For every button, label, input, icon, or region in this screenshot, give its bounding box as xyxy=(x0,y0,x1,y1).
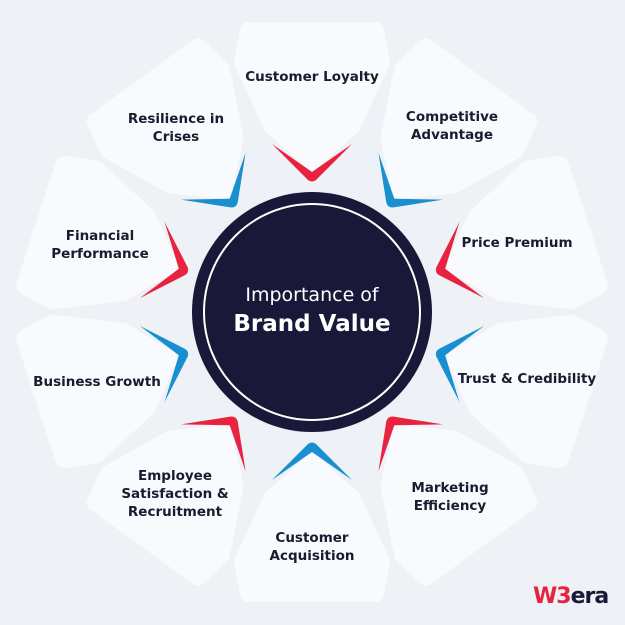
segment-label: Financial Performance xyxy=(51,228,149,262)
segment-petal xyxy=(380,425,538,586)
segment-9 xyxy=(86,38,246,208)
segment-6 xyxy=(86,416,246,586)
segment-petal xyxy=(234,22,390,170)
chevron-icon xyxy=(435,325,485,402)
center-title-line2: Brand Value xyxy=(233,311,391,337)
segment-label: Competitive Advantage xyxy=(405,109,499,143)
chevron-icon xyxy=(272,442,352,480)
center-ring xyxy=(203,203,421,421)
chevron-icon xyxy=(272,144,352,182)
segment-label: Customer Loyalty xyxy=(245,69,379,85)
segment-2 xyxy=(435,155,608,310)
segment-petal xyxy=(86,425,244,586)
segment-petal xyxy=(446,314,608,469)
segment-7 xyxy=(16,314,189,469)
chevron-icon xyxy=(435,222,485,299)
chevron-icon xyxy=(139,325,189,402)
segment-4 xyxy=(378,416,538,586)
segment-label: Customer Acquisition xyxy=(269,530,355,564)
segment-label: Employee Satisfaction & Recruitment xyxy=(121,468,229,520)
segment-1 xyxy=(378,38,538,208)
segment-petal xyxy=(234,454,390,602)
segment-5 xyxy=(234,442,390,602)
segment-3 xyxy=(435,314,608,469)
center-title-line1: Importance of xyxy=(245,284,379,306)
segment-label: Price Premium xyxy=(461,235,573,251)
segment-petal xyxy=(86,38,244,199)
segment-label: Marketing Efficiency xyxy=(411,480,489,514)
segment-petal xyxy=(446,155,608,310)
segment-petal xyxy=(16,155,178,310)
w3era-logo: W3era xyxy=(533,584,609,609)
segment-8 xyxy=(16,155,189,310)
segment-label: Business Growth xyxy=(33,374,161,390)
segment-petal xyxy=(380,38,538,199)
segment-label: Trust & Credibility xyxy=(457,371,597,387)
segment-label: Resilience in Crises xyxy=(127,111,225,145)
segment-0 xyxy=(234,22,390,182)
chevron-icon xyxy=(139,222,189,299)
segment-petal xyxy=(16,314,178,469)
center-circle xyxy=(192,192,432,432)
